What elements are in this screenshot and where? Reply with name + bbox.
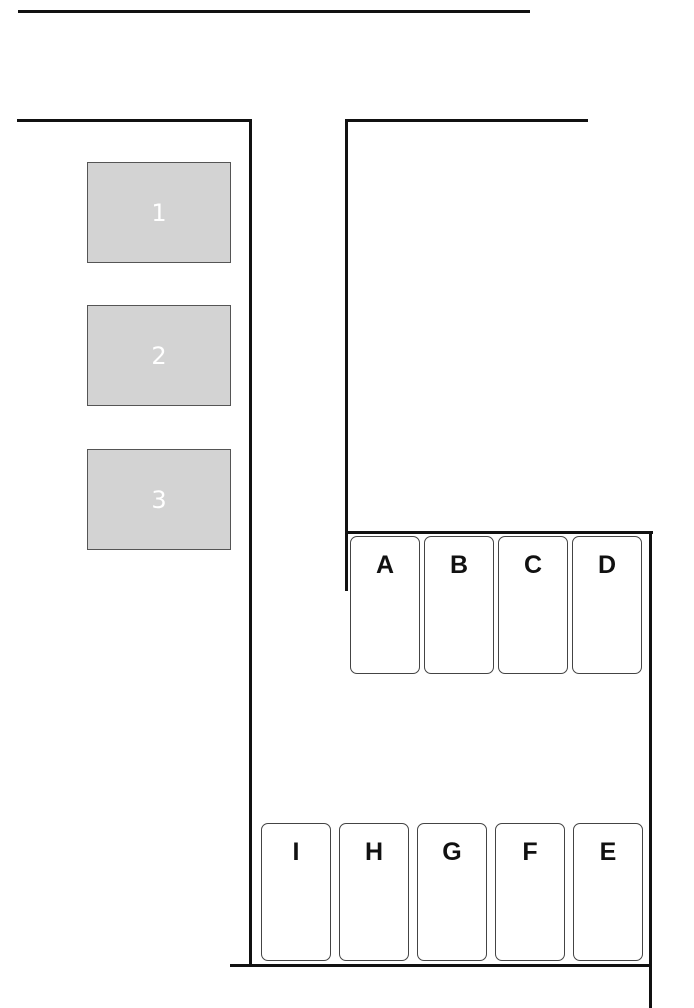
lot-3[interactable]: 3 xyxy=(87,449,231,550)
right-block-top-wall xyxy=(345,119,588,122)
stall-g-label: G xyxy=(442,838,462,866)
stall-d[interactable]: D xyxy=(572,536,642,674)
lot-2[interactable]: 2 xyxy=(87,305,231,406)
lot-1-label: 1 xyxy=(151,198,167,227)
stall-b[interactable]: B xyxy=(424,536,494,674)
left-block-top-wall xyxy=(17,119,252,122)
stall-a[interactable]: A xyxy=(350,536,420,674)
stall-b-label: B xyxy=(449,551,469,579)
stall-e-label: E xyxy=(599,838,617,866)
left-block-right-wall xyxy=(249,119,252,967)
stall-c-label: C xyxy=(523,551,543,579)
stall-c[interactable]: C xyxy=(498,536,568,674)
stall-area-right-wall xyxy=(649,531,652,1008)
stall-a-label: A xyxy=(375,551,395,579)
stall-d-label: D xyxy=(597,551,617,579)
top-boundary-line xyxy=(18,10,530,13)
lot-2-label: 2 xyxy=(151,341,167,370)
lot-1[interactable]: 1 xyxy=(87,162,231,263)
lot-3-label: 3 xyxy=(151,485,167,514)
stall-i-label: I xyxy=(292,838,300,866)
stall-g[interactable]: G xyxy=(417,823,487,961)
stall-f[interactable]: F xyxy=(495,823,565,961)
bottom-boundary-line xyxy=(230,964,652,967)
stall-i[interactable]: I xyxy=(261,823,331,961)
stall-h-label: H xyxy=(364,838,384,866)
stall-h[interactable]: H xyxy=(339,823,409,961)
stall-area-top-wall xyxy=(345,531,653,534)
stall-e[interactable]: E xyxy=(573,823,643,961)
stall-f-label: F xyxy=(522,838,538,866)
right-block-left-wall xyxy=(345,119,348,591)
